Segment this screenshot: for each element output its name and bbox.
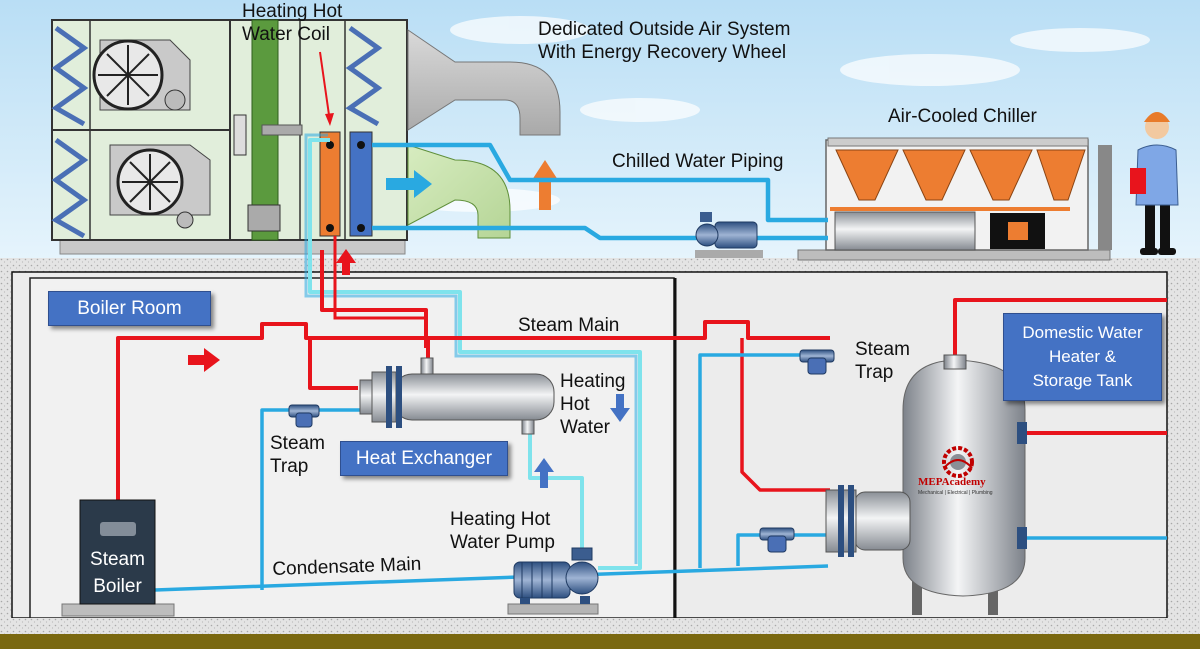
domestic-water-heater-tank bbox=[825, 354, 1027, 615]
mep-academy-logo bbox=[942, 446, 974, 478]
condensate-piping bbox=[154, 353, 1167, 592]
doas-unit bbox=[51, 19, 561, 255]
steam-piping bbox=[116, 250, 1167, 500]
steam-boiler bbox=[61, 499, 175, 617]
heating-hot-water-pump bbox=[507, 547, 599, 615]
hot-water-up-arrow bbox=[534, 458, 554, 488]
label-heating-hot-water: Heating Hot Water bbox=[560, 371, 626, 438]
supply-air-arrow bbox=[386, 170, 432, 198]
heat-exchanger-box: Heat Exchanger bbox=[340, 441, 508, 476]
chilled-water-pump bbox=[695, 212, 763, 258]
label-heating-hot-water-coil: Heating Hot Water Coil bbox=[242, 1, 343, 45]
steam-trap-lower bbox=[759, 527, 795, 553]
air-cooled-chiller bbox=[797, 137, 1112, 261]
steam-trap-left bbox=[288, 404, 320, 428]
label-steam-main: Steam Main bbox=[518, 315, 620, 336]
person-figure bbox=[1130, 112, 1179, 255]
label-chilled-water-piping: Chilled Water Piping bbox=[612, 151, 784, 172]
coil-pointer bbox=[319, 51, 331, 123]
ground bbox=[0, 634, 1200, 649]
label-steam-trap-right: Steam Trap bbox=[855, 339, 910, 383]
logo-tagline: Mechanical | Electrical | Plumbing bbox=[918, 490, 993, 496]
steam-trap-right bbox=[799, 349, 835, 375]
label-heating-hot-water-pump: Heating Hot Water Pump bbox=[450, 509, 555, 553]
coil-supply-steam bbox=[333, 236, 424, 320]
chilled-water-piping bbox=[372, 142, 828, 241]
coil-return-arrow bbox=[336, 249, 356, 275]
logo-name: MEPAcademy bbox=[918, 476, 986, 488]
hot-water-down-arrow bbox=[610, 394, 630, 422]
hot-water-pipe-edges bbox=[304, 133, 638, 564]
steam-boiler-label: Steam Boiler bbox=[90, 549, 145, 597]
label-air-cooled-chiller: Air-Cooled Chiller bbox=[888, 106, 1037, 127]
heating-hot-water-piping bbox=[308, 138, 642, 570]
domestic-water-heater-box: Domestic Water Heater & Storage Tank bbox=[1003, 313, 1162, 401]
label-doas: Dedicated Outside Air System With Energy… bbox=[538, 19, 791, 63]
steam-flow-arrow bbox=[188, 348, 220, 372]
exhaust-air-arrow bbox=[532, 160, 558, 210]
boiler-room-box: Boiler Room bbox=[48, 291, 211, 326]
floor-slab bbox=[0, 618, 1200, 634]
heat-exchanger bbox=[359, 357, 555, 435]
label-steam-trap-left: Steam Trap bbox=[270, 433, 325, 477]
